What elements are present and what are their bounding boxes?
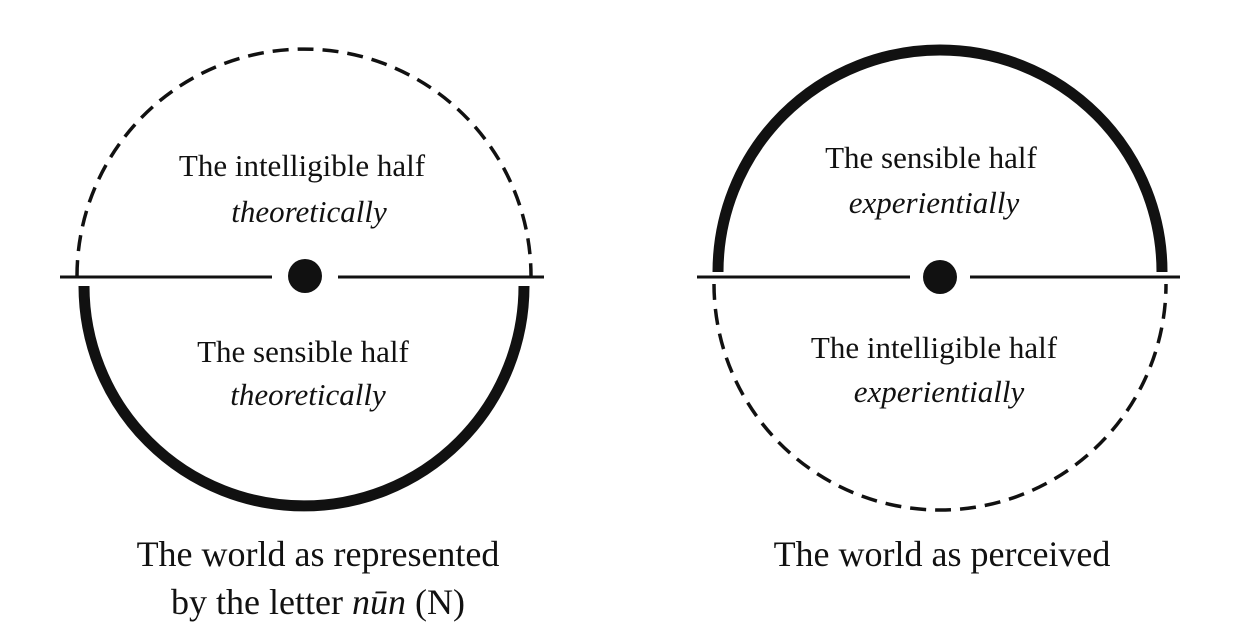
left-top-sub: theoretically [231, 194, 387, 229]
right-top-sub: experientially [849, 185, 1020, 220]
left-caption-post: (N) [406, 582, 465, 622]
right-bottom-label: The intelligible half [811, 330, 1058, 365]
left-caption-word: nūn [352, 582, 406, 622]
left-diagram: The intelligible half theoretically The … [60, 47, 544, 622]
left-caption-line1: The world as represented [137, 534, 500, 574]
left-bottom-sub: theoretically [230, 377, 386, 412]
right-center-dot [923, 260, 957, 294]
left-upper-dashed-arc [75, 47, 533, 277]
left-caption-pre: by the letter [171, 582, 352, 622]
left-top-label: The intelligible half [179, 148, 426, 183]
right-top-label: The sensible half [825, 140, 1037, 175]
left-caption-line2: by the letter nūn (N) [171, 582, 465, 622]
right-lower-dashed-arc [712, 283, 1168, 512]
right-upper-solid-arc [712, 44, 1168, 273]
left-center-dot [288, 259, 322, 293]
right-caption: The world as perceived [774, 534, 1111, 574]
right-diagram: The sensible half experientially The int… [697, 44, 1180, 574]
right-bottom-sub: experientially [854, 374, 1025, 409]
left-bottom-label: The sensible half [197, 334, 409, 369]
left-lower-solid-arc [78, 285, 530, 512]
